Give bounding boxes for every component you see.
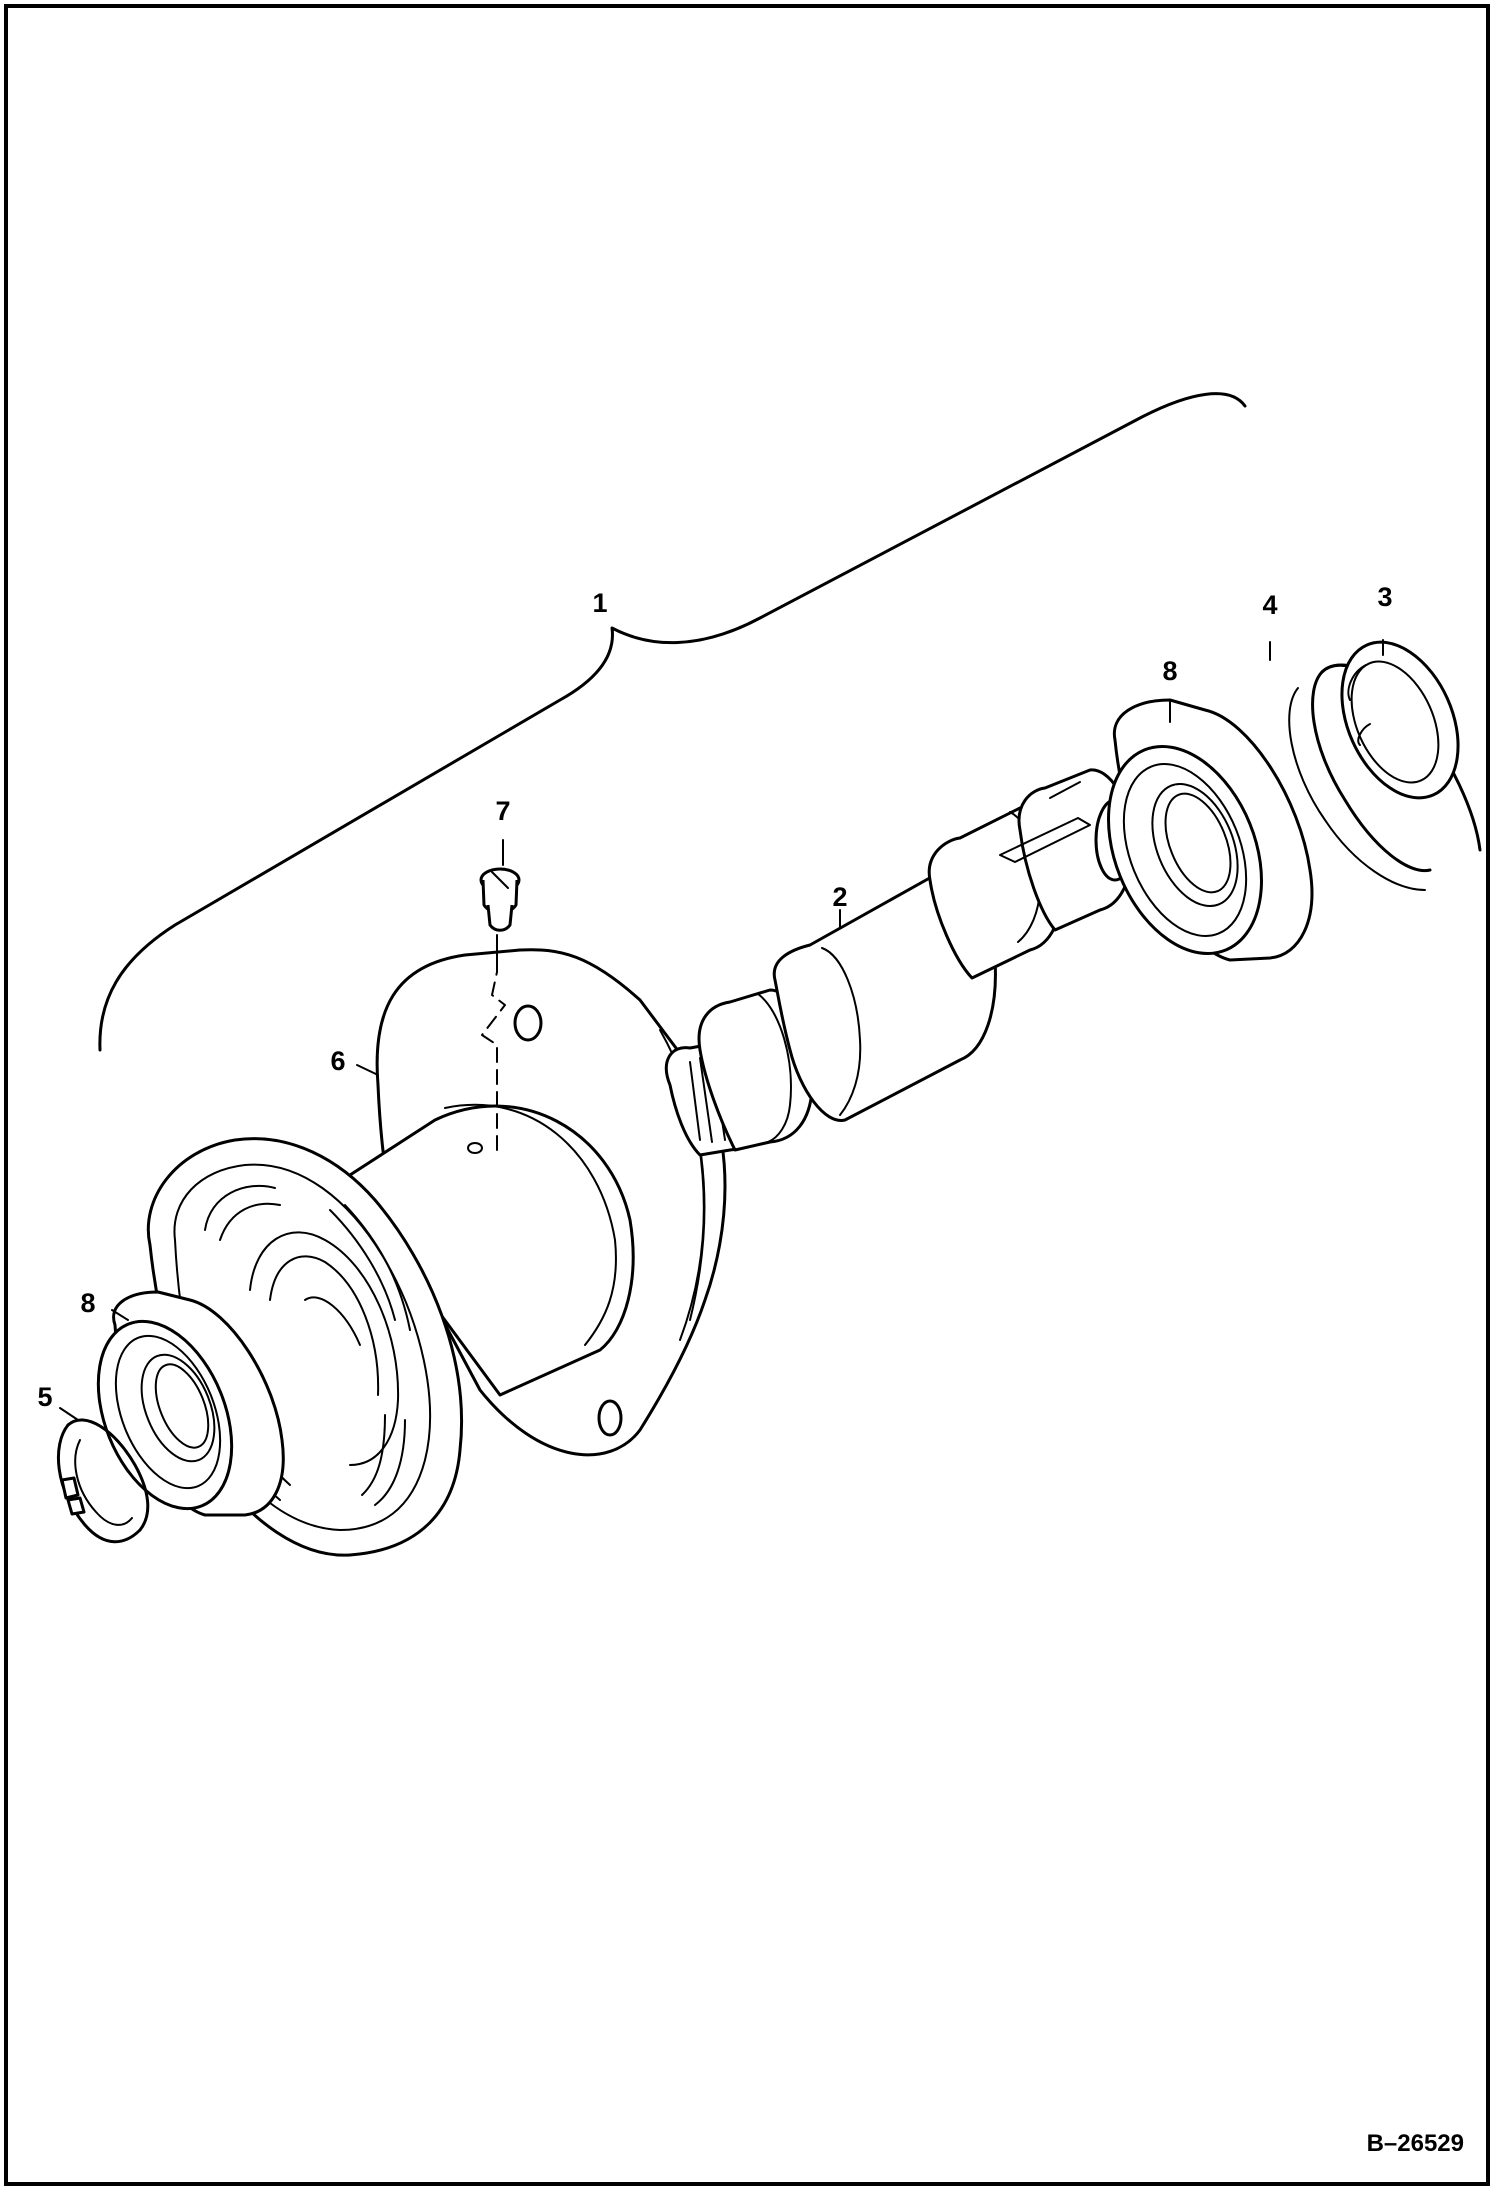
callout-3: 3 (1377, 582, 1392, 612)
callout-8-left: 8 (80, 1288, 95, 1318)
grease-fitting (479, 867, 521, 932)
grease-port (467, 1142, 483, 1154)
bearing-right (1107, 698, 1314, 962)
figure-reference: B–26529 (1366, 2130, 1464, 2157)
callout-4: 4 (1262, 590, 1277, 620)
shaft (664, 768, 1136, 1157)
leader-8-left (111, 1309, 129, 1321)
assembly-brace (98, 392, 1247, 1052)
hub-housing (146, 948, 727, 1557)
snap-ring-external (56, 1418, 150, 1544)
leader-5 (59, 1407, 79, 1421)
callout-6: 6 (330, 1046, 345, 1076)
callout-7: 7 (495, 796, 510, 826)
callout-2: 2 (832, 882, 847, 912)
callout-8-right: 8 (1162, 656, 1177, 686)
callout-5: 5 (37, 1382, 52, 1412)
seal (1340, 640, 1460, 800)
leader-6 (356, 1064, 379, 1076)
flange-bolt-hole-top (513, 1004, 543, 1042)
flange-bolt-hole-bottom (597, 1399, 623, 1437)
callout-1: 1 (592, 588, 607, 618)
fitting-locator-line (481, 971, 506, 1151)
